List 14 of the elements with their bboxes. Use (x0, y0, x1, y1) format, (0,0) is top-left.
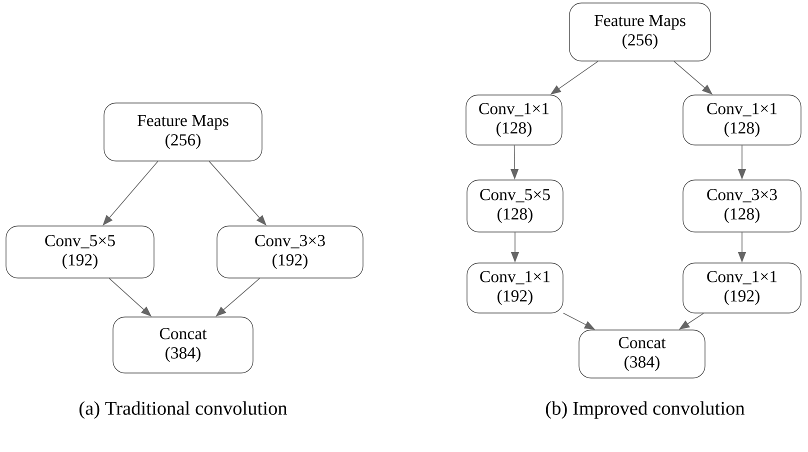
process-box: Concat (384) (112, 316, 254, 374)
process-box: Conv_3×3 (128) (682, 180, 802, 232)
process-box: Conv_5×5 (128) (466, 180, 564, 232)
process-box: Conv_1×1 (192) (466, 262, 564, 314)
subfigure-caption: (b) Improved convolution (546, 401, 745, 419)
subfigure-caption: (a) Traditional convolution (80, 401, 288, 419)
process-box: Conv_1×1 (192) (682, 262, 802, 314)
process-box: Conv_1×1 (128) (466, 94, 562, 146)
process-box: Feature Maps (256) (104, 102, 262, 162)
process-box: Conv_3×3 (192) (216, 226, 364, 278)
process-box: Feature Maps (256) (569, 2, 711, 62)
process-box: Concat (384) (578, 330, 706, 378)
process-box: Conv_5×5 (192) (6, 226, 154, 278)
process-box: Conv_1×1 (128) (682, 94, 802, 146)
